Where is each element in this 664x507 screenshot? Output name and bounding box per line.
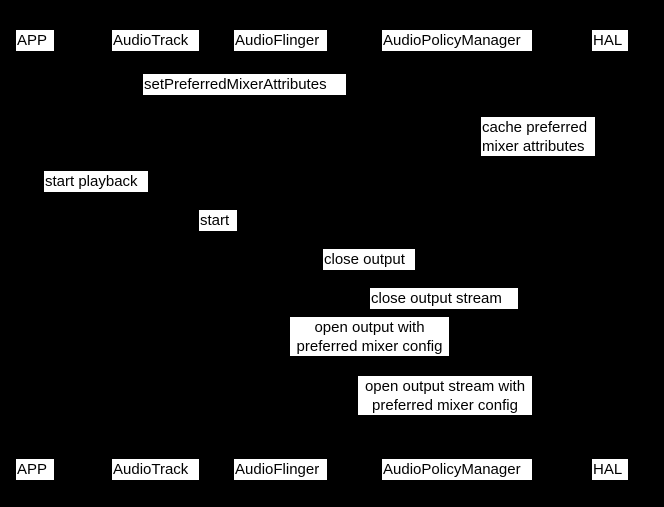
message-label-open-output-stream-with-preferred-mixer-config: open output stream with preferred mixer c… <box>358 376 532 415</box>
lifeline-audiotrack <box>155 50 156 459</box>
message-label-close-output: close output <box>323 249 415 270</box>
message-label-close-output-stream: close output stream <box>370 288 518 309</box>
participant-header-audioflinger[interactable]: AudioFlinger <box>234 30 327 51</box>
participant-footer-audioflinger[interactable]: AudioFlinger <box>234 459 327 480</box>
lifeline-hal <box>609 50 610 459</box>
message-line-1: open output with <box>314 319 425 336</box>
message-label-start-playback: start playback <box>44 171 148 192</box>
arrow-open-output-stream-with-preferred-mixer-config <box>456 415 609 416</box>
participant-footer-hal[interactable]: HAL <box>592 459 628 480</box>
participant-header-app[interactable]: APP <box>16 30 54 51</box>
message-line-1: open output stream with <box>364 378 526 395</box>
message-label-set-preferred-mixer-attributes: setPreferredMixerAttributes <box>143 74 346 95</box>
message-line-1: cache preferred <box>482 119 588 136</box>
arrow-close-output <box>280 270 456 271</box>
participant-footer-audiopolicymanager[interactable]: AudioPolicyManager <box>382 459 532 480</box>
message-line-2: preferred mixer config <box>296 338 443 355</box>
message-line-2: preferred mixer config <box>372 397 518 414</box>
participant-header-hal[interactable]: HAL <box>592 30 628 51</box>
participant-footer-audiotrack[interactable]: AudioTrack <box>112 459 199 480</box>
message-label-start: start <box>199 210 237 231</box>
participant-footer-app[interactable]: APP <box>16 459 54 480</box>
lifeline-audioflinger <box>280 50 281 459</box>
lifeline-audiopolicymanager <box>456 50 457 459</box>
arrow-cache-preferred-mixer-attributes <box>456 117 479 159</box>
message-line-2: mixer attributes <box>482 138 585 155</box>
message-label-cache-preferred-mixer-attributes: cache preferred mixer attributes <box>481 117 595 156</box>
arrow-start-playback <box>35 192 155 193</box>
arrow-open-output-with-preferred-mixer-config <box>280 356 456 357</box>
arrow-set-preferred-mixer-attributes <box>35 95 456 96</box>
arrow-close-output-stream <box>456 309 609 310</box>
arrow-start <box>155 231 280 232</box>
message-label-open-output-with-preferred-mixer-config: open output with preferred mixer config <box>290 317 449 356</box>
participant-header-audiopolicymanager[interactable]: AudioPolicyManager <box>382 30 532 51</box>
participant-header-audiotrack[interactable]: AudioTrack <box>112 30 199 51</box>
lifeline-app <box>35 50 36 459</box>
